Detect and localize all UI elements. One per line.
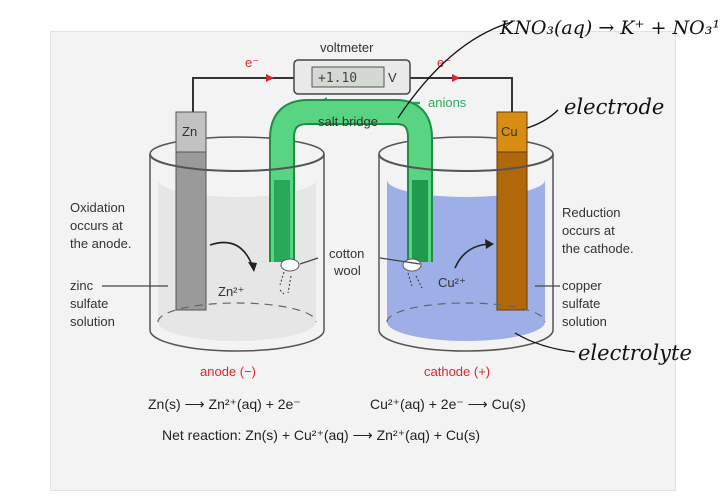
cotton-label-2: wool: [333, 263, 361, 278]
voltmeter-label: voltmeter: [320, 40, 374, 55]
left-beaker-wall: [149, 154, 325, 352]
electrolyte-annotation: electrolyte: [578, 341, 692, 365]
zn-ion-arrow: [209, 241, 253, 266]
zn-ion-arrowhead: [248, 262, 257, 272]
cu-ion-arrowhead: [485, 239, 494, 249]
copper-solution-text: copper sulfate solution: [562, 278, 607, 329]
copper-electrode-top: [496, 111, 528, 153]
cotton-wool-right: [402, 258, 422, 272]
voltmeter-reading: +1.10: [318, 71, 357, 86]
right-beaker-bottom: [386, 302, 546, 323]
voltmeter-display: [311, 66, 385, 88]
cotton-label-1: cotton: [329, 246, 364, 261]
handdrawn-ion-marks-left: [279, 271, 292, 295]
cathode-label: cathode (+): [424, 364, 490, 379]
reduction-text: Reduction occurs at the cathode.: [562, 205, 634, 256]
zinc-electrode-top: [175, 111, 207, 153]
kno3-annotation: KNO₃(aq) → K⁺ + NO₃¹⁻: [499, 17, 721, 39]
voltmeter-unit: V: [388, 70, 397, 85]
salt-bridge-right-leg: [412, 180, 428, 262]
cotton-wool-left: [280, 258, 300, 272]
electron-arrow-left: [266, 74, 274, 82]
salt-bridge: [271, 101, 431, 262]
electrode-annotation: electrode: [564, 95, 664, 119]
zn-ion-label: Zn²⁺: [218, 284, 244, 299]
right-beaker-wall: [378, 154, 554, 352]
right-beaker-front-rim: [378, 153, 554, 172]
circuit-wire: [192, 77, 513, 112]
electrolyte-pointer: [514, 332, 576, 353]
cu-ion-label: Cu²⁺: [438, 275, 466, 290]
salt-bridge-label: salt bridge: [318, 114, 378, 129]
salt-bridge-left-leg: [274, 180, 290, 262]
oxidation-text: Oxidation occurs at the anode.: [70, 200, 131, 251]
zinc-solution-text: zinc sulfate solution: [70, 278, 115, 329]
left-beaker-bottom: [157, 302, 317, 323]
electron-arrow-right: [452, 74, 460, 82]
electron-label-left: e⁻: [245, 55, 259, 70]
electrode-pointer: [526, 109, 559, 129]
copper-electrode-label: Cu: [501, 124, 518, 139]
oxidation-equation: Zn(s) ⟶ Zn²⁺(aq) + 2e⁻: [148, 396, 301, 412]
anions-label: anions: [428, 95, 467, 110]
reduction-equation: Cu²⁺(aq) + 2e⁻ ⟶ Cu(s): [370, 396, 526, 412]
zinc-electrode-label: Zn: [182, 124, 197, 139]
anode-label: anode (−): [200, 364, 256, 379]
cotton-pointer-left: [299, 257, 319, 265]
left-beaker-front-rim: [149, 153, 325, 172]
cotton-pointer-right: [379, 257, 421, 265]
handdrawn-salt-bridge-line: [397, 21, 513, 119]
net-reaction-equation: Net reaction: Zn(s) + Cu²⁺(aq) ⟶ Zn²⁺(aq…: [162, 427, 480, 443]
